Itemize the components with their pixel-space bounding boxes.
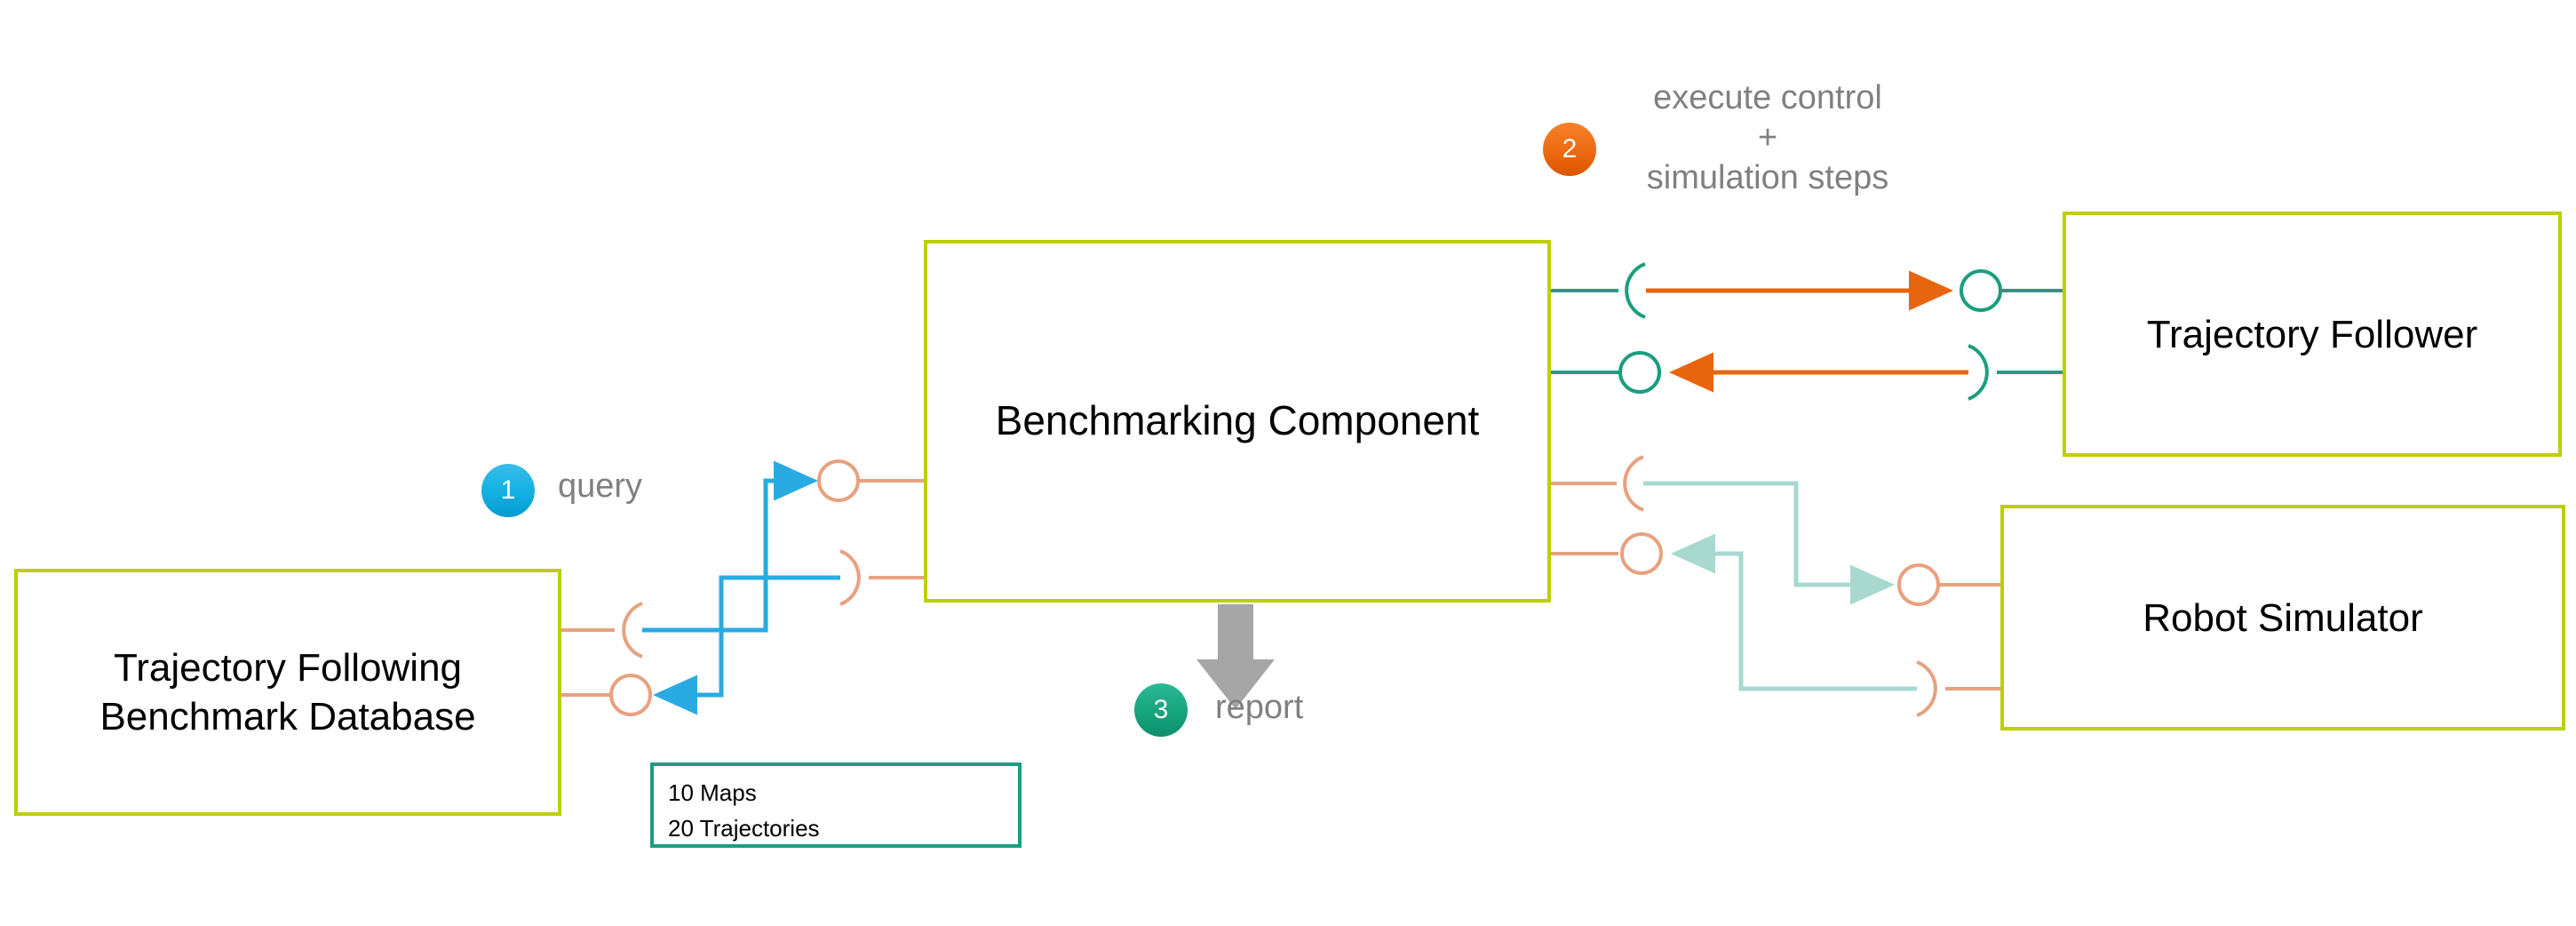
port-database-right-provided — [561, 674, 652, 716]
port-benchmark-right-provided-simulator — [1551, 532, 1663, 575]
component-label-robot-simulator: Robot Simulator — [2143, 595, 2423, 640]
component-trajectory-following-benchmark-database[interactable]: Trajectory Following Benchmark Database — [14, 569, 561, 816]
stat-maps: 10 Maps — [668, 779, 757, 806]
step-badge-2-number: 2 — [1562, 134, 1578, 164]
component-label-benchmarking-component: Benchmarking Component — [995, 397, 1480, 444]
step-badge-3-number: 3 — [1153, 695, 1169, 724]
component-label-trajectory-follower: Trajectory Follower — [2146, 312, 2478, 356]
connector-query-response — [642, 460, 818, 633]
component-label-trajectory-following-benchmark-database: Trajectory Following Benchmark Database — [99, 646, 476, 738]
component-benchmarking-component[interactable]: Benchmarking Component — [924, 240, 1551, 603]
port-follower-left-provided — [1960, 269, 2063, 312]
port-follower-left-required — [1968, 344, 2063, 401]
report-arrow-icon — [1197, 604, 1275, 709]
step-badge-1-number: 1 — [500, 475, 516, 505]
database-stats-box: 10 Maps 20 Trajectories — [650, 762, 1022, 848]
component-trajectory-follower[interactable]: Trajectory Follower — [2063, 212, 2562, 457]
connector-simulator-response — [1671, 533, 1917, 691]
connector-simulator-request — [1643, 481, 1895, 605]
step-caption-execute-control: execute control + simulation steps — [1646, 79, 1889, 196]
port-simulator-left-provided — [1897, 563, 2000, 606]
port-benchmark-right-provided-follower — [1551, 351, 1661, 394]
component-robot-simulator[interactable]: Robot Simulator — [2000, 505, 2565, 730]
port-benchmark-left-provided — [817, 459, 924, 502]
step-caption-report: report — [1215, 689, 1304, 726]
step-caption-query: query — [558, 467, 643, 505]
connector-query-request — [653, 575, 840, 715]
step-badge-3[interactable]: 3 — [1134, 683, 1188, 737]
step-badge-2[interactable]: 2 — [1543, 123, 1596, 176]
port-benchmark-right-required-simulator — [1551, 455, 1644, 512]
port-benchmark-right-required-follower — [1551, 262, 1646, 319]
port-simulator-left-required — [1916, 660, 2000, 717]
port-benchmark-left-required — [839, 549, 924, 606]
stat-trajectories: 20 Trajectories — [668, 815, 820, 842]
port-database-right-required — [561, 602, 643, 659]
step-badge-1[interactable]: 1 — [481, 464, 535, 517]
